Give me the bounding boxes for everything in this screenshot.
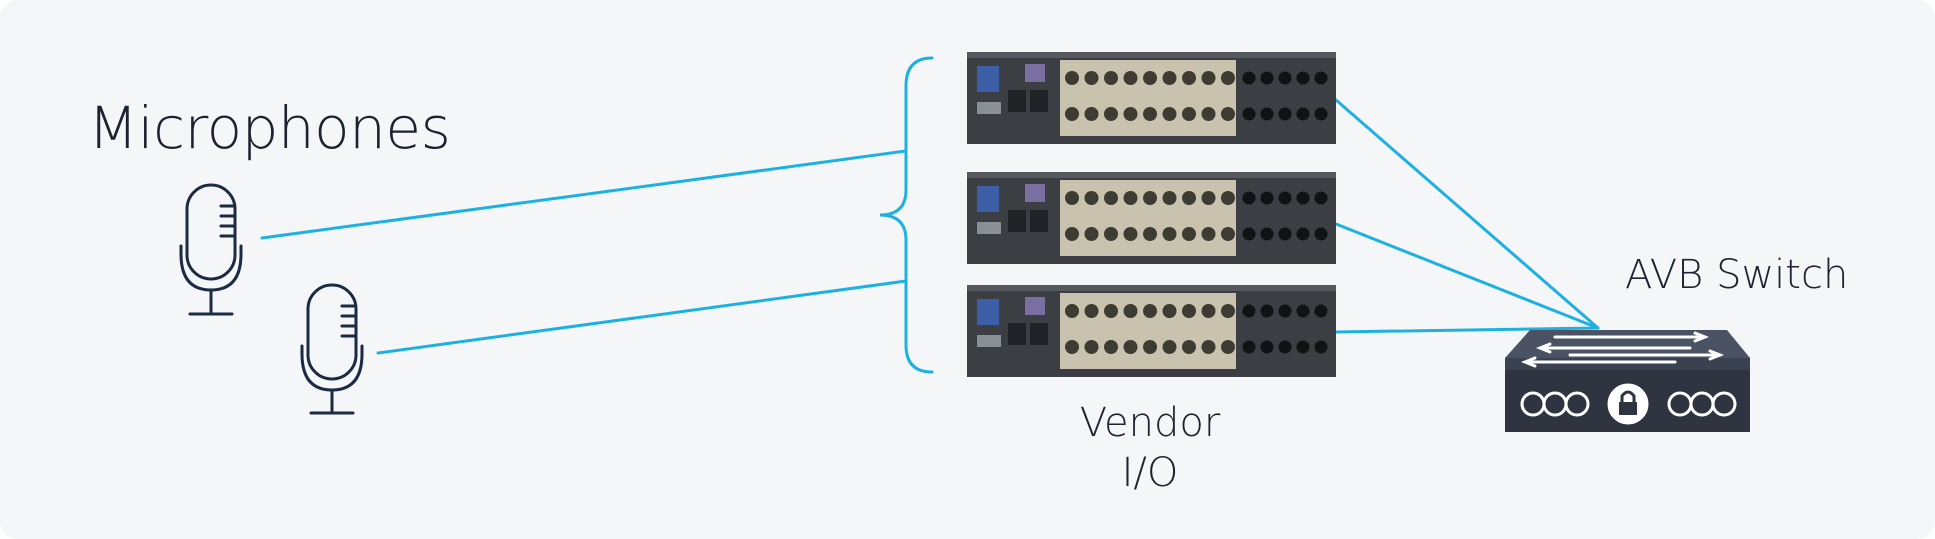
io3-to-switch-line (1334, 326, 1600, 334)
microphone-icon (300, 283, 364, 415)
vendor-io-unit (967, 172, 1336, 264)
microphones-title: Microphones (88, 94, 451, 162)
io1-to-switch-line (1334, 98, 1600, 330)
avb-switch-label: AVB Switch (1625, 252, 1849, 298)
io-group-brace (879, 56, 934, 374)
microphone-icon (179, 183, 243, 316)
mic1-to-io-line (260, 149, 908, 240)
io2-to-switch-line (1334, 222, 1600, 330)
avb-switch-icon (1505, 330, 1750, 432)
vendor-io-unit (967, 285, 1336, 377)
vendor-io-label-line1: Vendor (1079, 400, 1221, 446)
mic2-to-io-line (376, 279, 908, 355)
vendor-io-label-line2: I/O (1121, 450, 1179, 496)
vendor-io-label: Vendor I/O (1050, 398, 1250, 498)
vendor-io-unit (967, 52, 1336, 144)
